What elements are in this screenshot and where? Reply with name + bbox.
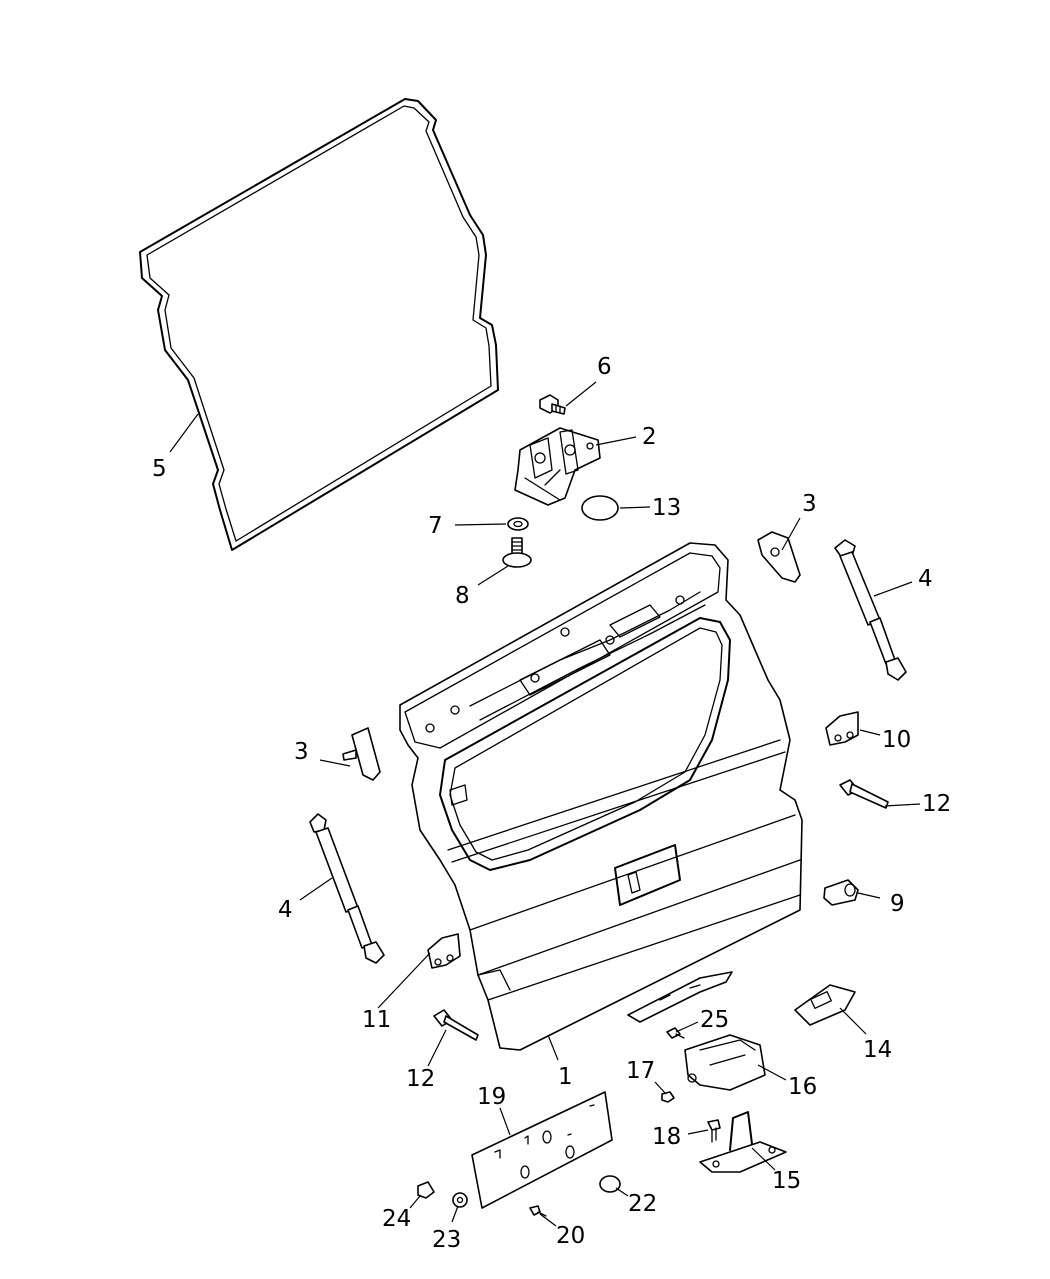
callout-3-right: 3 bbox=[802, 491, 817, 517]
part-7-washer bbox=[507, 517, 529, 531]
part-18-bolt bbox=[707, 1119, 721, 1143]
callout-17: 17 bbox=[626, 1058, 655, 1084]
part-23-nut bbox=[452, 1192, 468, 1208]
callout-22: 22 bbox=[628, 1191, 657, 1217]
callout-6: 6 bbox=[597, 354, 612, 380]
callout-25: 25 bbox=[700, 1007, 729, 1033]
part-25-screw bbox=[666, 1027, 685, 1039]
callout-20: 20 bbox=[556, 1223, 585, 1249]
part-12-pin-left bbox=[433, 1009, 479, 1041]
callout-12-left: 12 bbox=[406, 1066, 435, 1092]
callout-11: 11 bbox=[362, 1007, 391, 1033]
part-4-strut-left bbox=[309, 813, 385, 964]
part-22-plug bbox=[599, 1175, 621, 1193]
callout-5: 5 bbox=[152, 456, 167, 482]
callout-4-left: 4 bbox=[278, 897, 293, 923]
callout-12-right: 12 bbox=[922, 791, 951, 817]
part-16-latch bbox=[684, 1034, 766, 1091]
callout-23: 23 bbox=[432, 1227, 461, 1253]
part-13-plug bbox=[581, 495, 619, 521]
callout-1: 1 bbox=[558, 1064, 573, 1090]
callout-8: 8 bbox=[455, 583, 470, 609]
part-9-switch bbox=[823, 879, 859, 906]
part-17-screw bbox=[661, 1091, 675, 1103]
part-1-liftgate bbox=[399, 542, 803, 1051]
part-10-bumper bbox=[825, 711, 859, 746]
part-12-pin-right bbox=[839, 779, 889, 809]
part-3-bumper-right bbox=[757, 531, 801, 583]
callout-7: 7 bbox=[428, 513, 443, 539]
callout-24: 24 bbox=[382, 1206, 411, 1232]
callout-9: 9 bbox=[890, 891, 905, 917]
part-6-bolt bbox=[539, 394, 566, 415]
callout-13: 13 bbox=[652, 495, 681, 521]
part-2-hinge bbox=[514, 427, 601, 506]
part-15-striker bbox=[699, 1111, 787, 1173]
part-14-lamp bbox=[794, 984, 856, 1026]
part-3-bumper-left bbox=[342, 727, 381, 781]
part-19-plate-bracket bbox=[471, 1091, 613, 1209]
callout-15: 15 bbox=[772, 1168, 801, 1194]
callout-19: 19 bbox=[477, 1084, 506, 1110]
part-5-weatherstrip bbox=[139, 98, 499, 551]
bracket-shield bbox=[627, 971, 733, 1023]
callout-14: 14 bbox=[863, 1037, 892, 1063]
part-4-strut-right bbox=[834, 539, 907, 681]
callout-18: 18 bbox=[652, 1124, 681, 1150]
part-8-stud bbox=[502, 537, 532, 568]
callout-10: 10 bbox=[882, 727, 911, 753]
callout-3-left: 3 bbox=[294, 739, 309, 765]
part-24-nut bbox=[417, 1181, 435, 1199]
callout-2: 2 bbox=[642, 424, 657, 450]
callout-4-right: 4 bbox=[918, 566, 933, 592]
leader-lines bbox=[169, 381, 921, 1227]
part-11-bumper bbox=[427, 933, 461, 969]
part-20-screw bbox=[529, 1205, 547, 1217]
callout-16: 16 bbox=[788, 1074, 817, 1100]
